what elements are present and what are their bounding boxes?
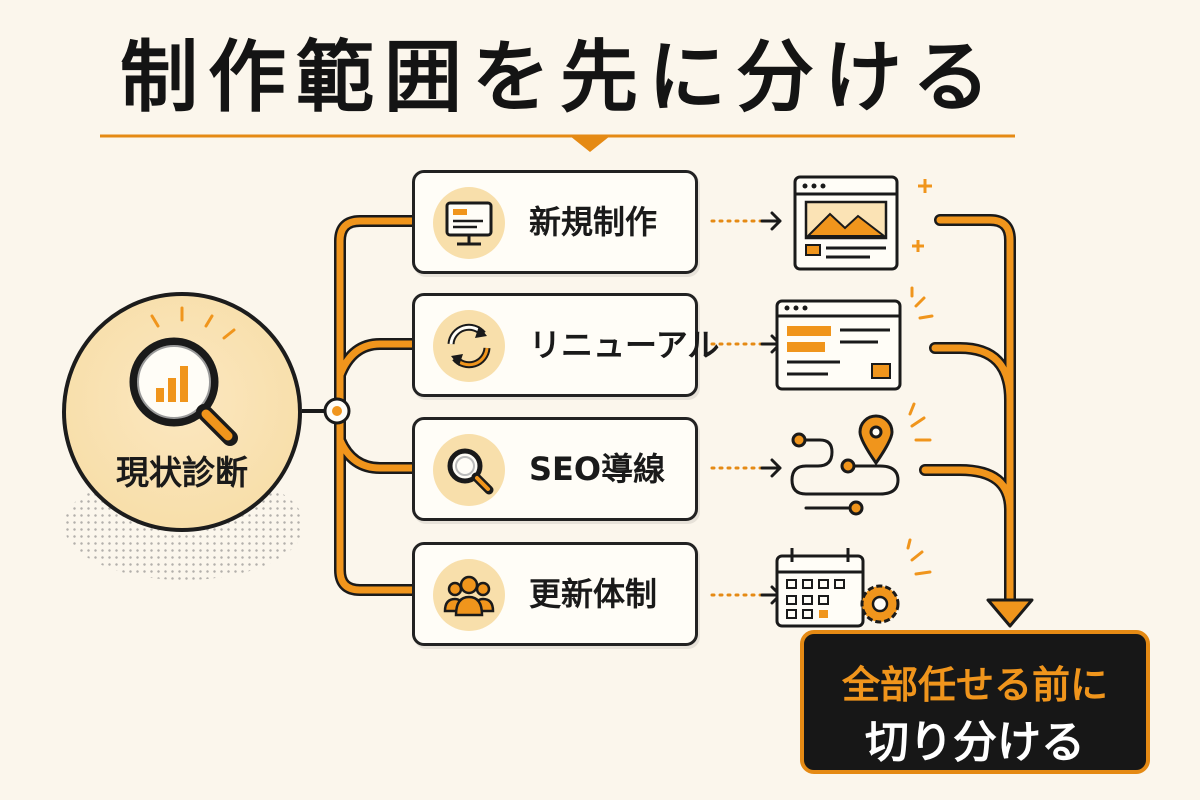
- website-mockup-icon: [793, 175, 932, 271]
- result-line-2: 切り分ける: [865, 717, 1085, 768]
- monitor-icon: [445, 201, 493, 246]
- team-icon: [443, 575, 495, 617]
- merge-lines-outline: [919, 214, 1016, 610]
- dotted-arrows: [710, 219, 764, 597]
- calendar-gear-icon: [775, 538, 932, 628]
- diagnosis-node: 現状診断: [62, 292, 302, 532]
- tree-branches-outline: [334, 215, 418, 596]
- branch-card-renewal: リニューアル: [412, 293, 719, 397]
- branch-card-new-build: 新規制作: [412, 170, 698, 274]
- page-title: 制作範囲を先に分ける: [120, 33, 1001, 123]
- branch-card-seo: SEO導線: [412, 417, 698, 521]
- route-pin-icon: [790, 402, 932, 516]
- refresh-arrows-icon: [447, 323, 491, 369]
- branch-icon-badge: [433, 187, 505, 259]
- result-box: 全部任せる前に 切り分ける: [800, 630, 1150, 774]
- branch-icon-badge: [433, 559, 505, 631]
- arrow-heads: [760, 211, 782, 605]
- magnifier-chart-icon: [129, 306, 238, 446]
- branch-icon-badge: [433, 434, 505, 506]
- branch-label: SEO導線: [529, 450, 666, 488]
- branch-label: リニューアル: [529, 326, 720, 364]
- merge-arrow-head: [986, 598, 1034, 628]
- diagnosis-label: 現状診断: [116, 453, 248, 492]
- merge-lines: [921, 216, 1014, 608]
- branch-icon-badge: [433, 310, 505, 382]
- branch-card-update-system: 更新体制: [412, 542, 698, 646]
- tree-node-dot: [332, 406, 342, 416]
- tree-branches: [336, 217, 416, 594]
- result-line-1: 全部任せる前に: [841, 663, 1108, 707]
- branch-label: 新規制作: [529, 203, 658, 241]
- title-notch: [570, 136, 610, 152]
- branch-label: 更新体制: [529, 575, 658, 613]
- webpage-layout-icon: [775, 286, 934, 391]
- search-icon: [447, 448, 494, 495]
